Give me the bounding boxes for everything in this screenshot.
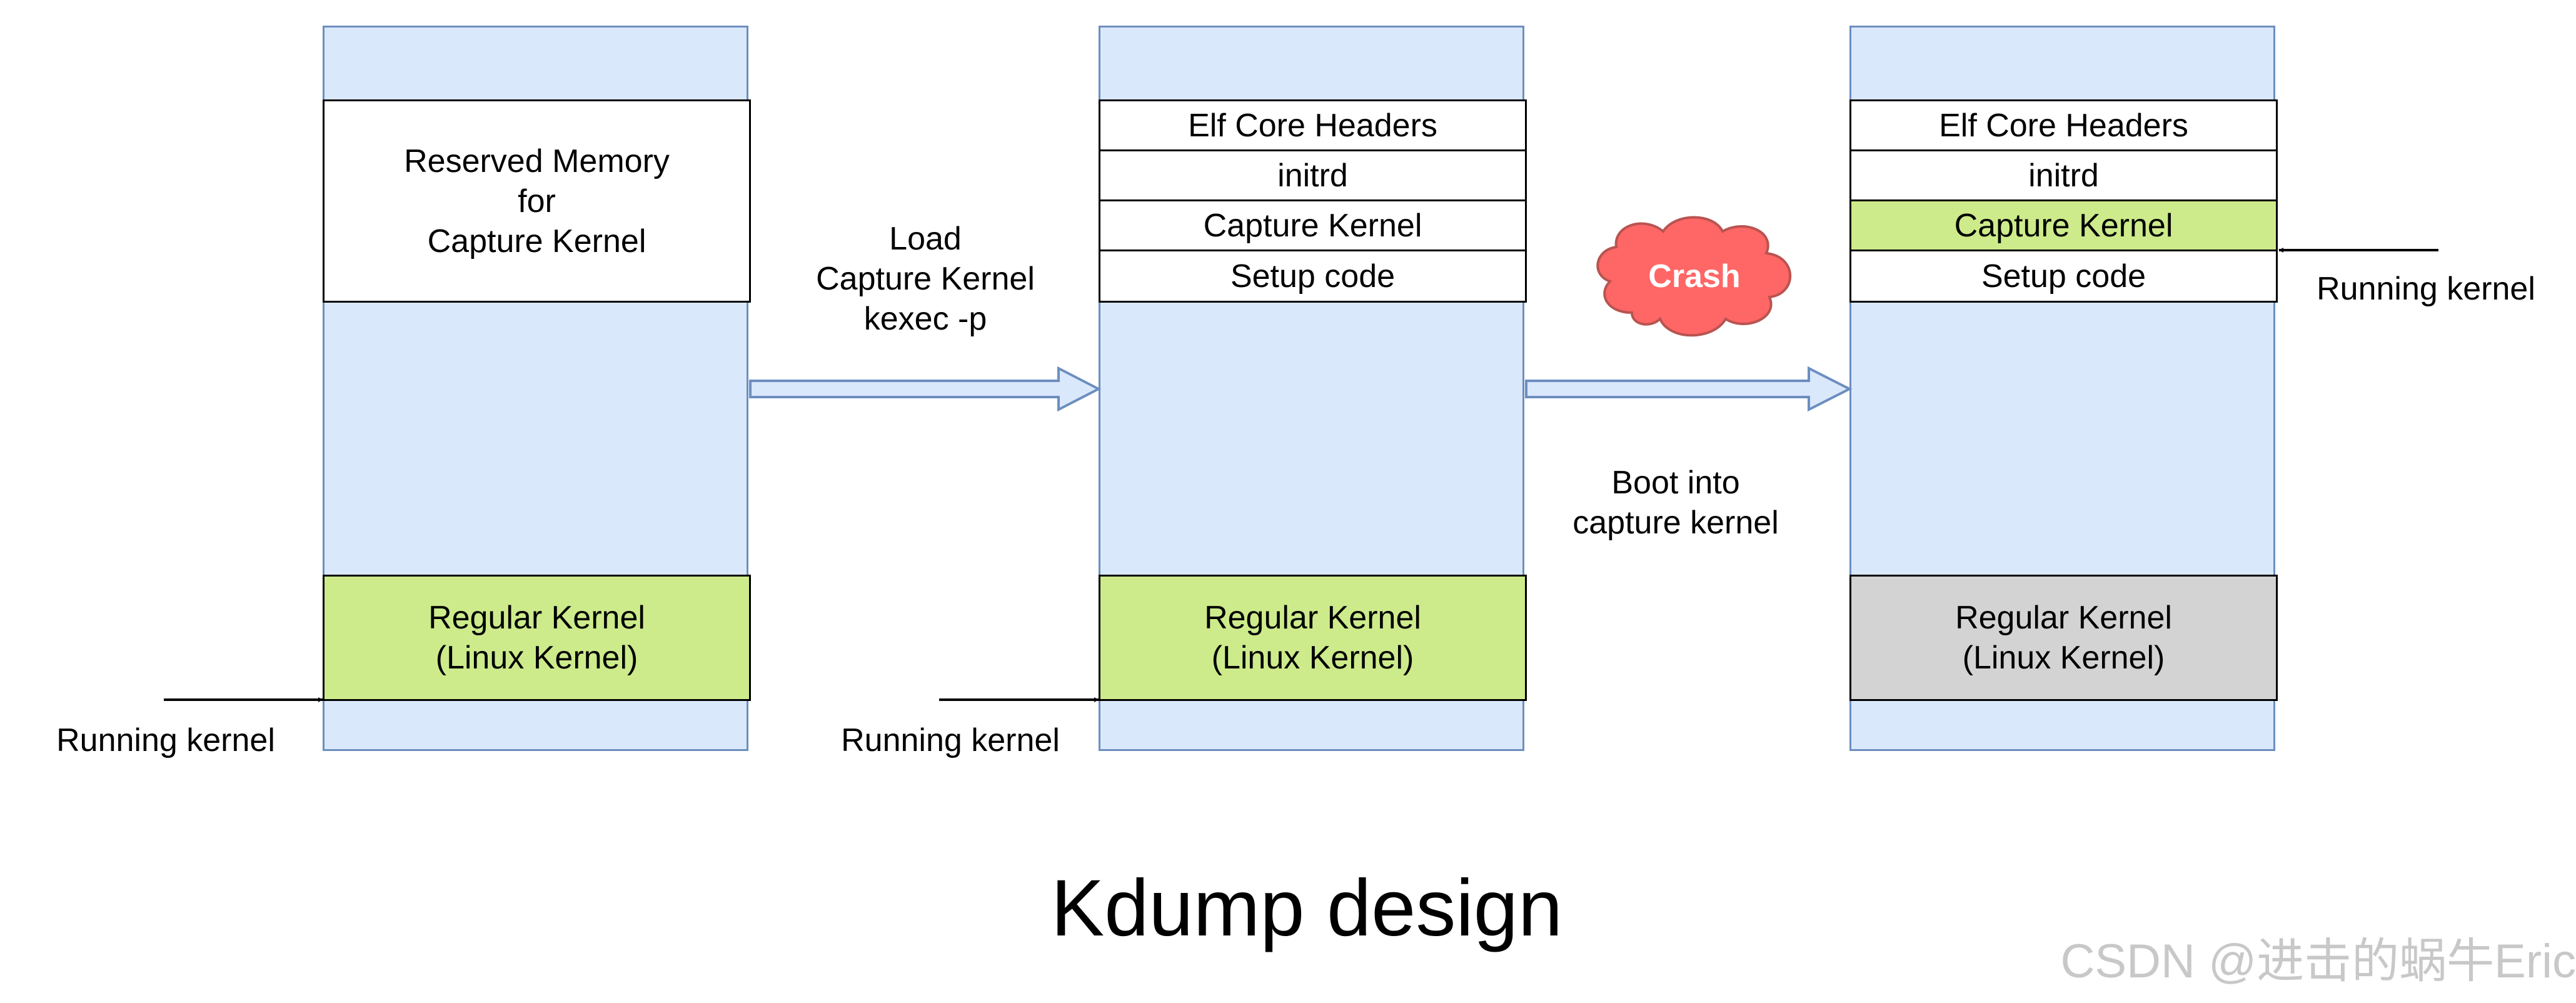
- crash-cloud-icon: [1596, 216, 1792, 337]
- crash-label: Crash: [1648, 258, 1741, 295]
- load-capture-kernel-label: Load Capture Kernel kexec -p: [816, 221, 1035, 337]
- running-kernel-label-1: Running kernel: [56, 722, 275, 759]
- watermark: CSDN @进击的蜗牛Eric: [2060, 935, 2576, 988]
- boot-into-capture-kernel-label: Boot into capture kernel: [1572, 465, 1779, 541]
- running-kernel-label-3: Running kernel: [2317, 271, 2535, 307]
- capture-kernel-block-3: Capture Kernel: [1849, 199, 2278, 251]
- reserved-memory-block: Reserved Memory for Capture Kernel: [323, 99, 751, 303]
- elf-core-headers-block-3: Elf Core Headers: [1849, 99, 2278, 151]
- running-kernel-label-2: Running kernel: [841, 722, 1060, 759]
- setup-code-block-2: Setup code: [1099, 249, 1527, 303]
- boot-arrow: [1525, 366, 1853, 412]
- elf-core-headers-block-2: Elf Core Headers: [1099, 99, 1527, 151]
- regular-kernel-block-1: Regular Kernel (Linux Kernel): [323, 575, 751, 701]
- load-arrow: [749, 366, 1102, 412]
- capture-kernel-block-2: Capture Kernel: [1099, 199, 1527, 251]
- diagram-title: Kdump design: [1050, 864, 1563, 953]
- initrd-block-3: initrd: [1849, 149, 2278, 201]
- regular-kernel-block-3: Regular Kernel (Linux Kernel): [1849, 575, 2278, 701]
- initrd-block-2: initrd: [1099, 149, 1527, 201]
- regular-kernel-block-2: Regular Kernel (Linux Kernel): [1099, 575, 1527, 701]
- setup-code-block-3: Setup code: [1849, 249, 2278, 303]
